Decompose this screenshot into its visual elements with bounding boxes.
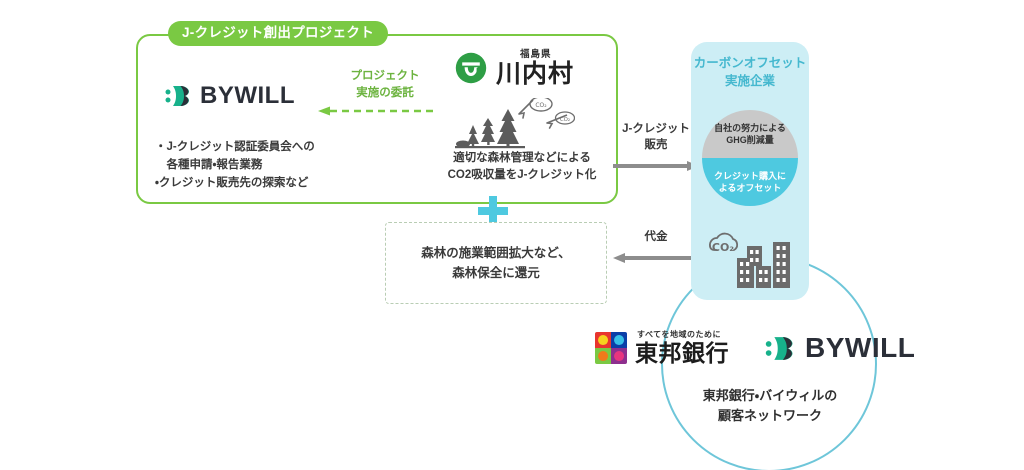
mosaic-tile bbox=[611, 332, 627, 348]
plus-icon bbox=[478, 196, 508, 226]
delegation-label: プロジェクト 実施の委託 bbox=[350, 70, 420, 99]
ghg-reduction-circle: 自社の努力による GHG削減量 クレジット購入に よるオフセット bbox=[702, 110, 798, 206]
toho-bank-mosaic-icon bbox=[595, 332, 627, 364]
mosaic-tile bbox=[595, 332, 611, 348]
flow-arrow-right-icon bbox=[613, 158, 699, 171]
ghg-own-effort-label: 自社の努力による GHG削減量 bbox=[714, 122, 786, 145]
forest-reinvestment-text: 森林の施業範囲拡大など、 森林保全に還元 bbox=[421, 246, 571, 280]
svg-text:CO₂: CO₂ bbox=[535, 102, 547, 109]
mosaic-tile bbox=[611, 348, 627, 364]
bywill-logo-text: BYWILL bbox=[805, 332, 916, 363]
bywill-logo-icon bbox=[765, 336, 795, 361]
bywill-logo: BYWILL bbox=[165, 82, 295, 110]
toho-bank-text: すべてを地域のために 東邦銀行 bbox=[635, 331, 729, 365]
prefecture-label: 福島県 bbox=[520, 49, 552, 60]
bywill-task-list: ・J-クレジット認証委員会への 各種申請・報告業務 ・クレジット販売先の探索など bbox=[155, 141, 315, 189]
j-credit-project-frame bbox=[136, 34, 618, 204]
flow-label-credit-sale: J-クレジット 販売 bbox=[622, 123, 690, 151]
mosaic-tile bbox=[595, 348, 611, 364]
carbon-offset-company-panel: カーボンオフセット 実施企業 自社の努力による GHG削減量 クレジット購入に … bbox=[691, 42, 809, 300]
flow-arrow-left-icon bbox=[613, 250, 699, 263]
forest-trees-co2-icon: CO₂ CO₂ bbox=[455, 96, 576, 150]
delegation-dashed-left-arrow-icon bbox=[318, 103, 438, 116]
ghg-circle-top-half: 自社の努力による GHG削減量 bbox=[702, 110, 798, 158]
kawauchi-village-emblem-icon bbox=[455, 52, 487, 84]
flow-label-payment: 代金 bbox=[644, 231, 668, 243]
bywill-logo-network: BYWILL bbox=[765, 332, 915, 364]
bywill-logo-icon bbox=[165, 85, 191, 107]
forest-reinvestment-box: 森林の施業範囲拡大など、 森林保全に還元 bbox=[385, 222, 607, 304]
kawauchi-village-text: 福島県 川内村 bbox=[496, 50, 574, 87]
project-title-badge: J-クレジット創出プロジェクト bbox=[168, 21, 389, 47]
kawauchi-village-logo: 福島県 川内村 bbox=[455, 50, 574, 87]
panel-title: カーボンオフセット 実施企業 bbox=[693, 56, 807, 89]
svg-text:CO₂: CO₂ bbox=[560, 117, 570, 123]
bywill-logo-text: BYWILL bbox=[200, 82, 295, 109]
ghg-credit-offset-label: クレジット購入に よるオフセット bbox=[713, 170, 786, 193]
svg-text:CO₂: CO₂ bbox=[712, 241, 734, 254]
ghg-circle-bottom-half: クレジット購入に よるオフセット bbox=[702, 158, 798, 206]
network-caption: 東邦銀行・バイウィルの 顧客ネットワーク bbox=[702, 388, 838, 423]
forest-caption: 適切な森林管理などによる CO2吸収量をJ-クレジット化 bbox=[447, 152, 597, 182]
toho-bank-name: 東邦銀行 bbox=[635, 340, 729, 366]
toho-bank-logo: すべてを地域のために 東邦銀行 bbox=[595, 331, 729, 365]
toho-bank-tagline: すべてを地域のために bbox=[637, 330, 721, 339]
city-buildings-co2-icon: CO₂ bbox=[704, 224, 796, 290]
village-name: 川内村 bbox=[496, 59, 575, 88]
